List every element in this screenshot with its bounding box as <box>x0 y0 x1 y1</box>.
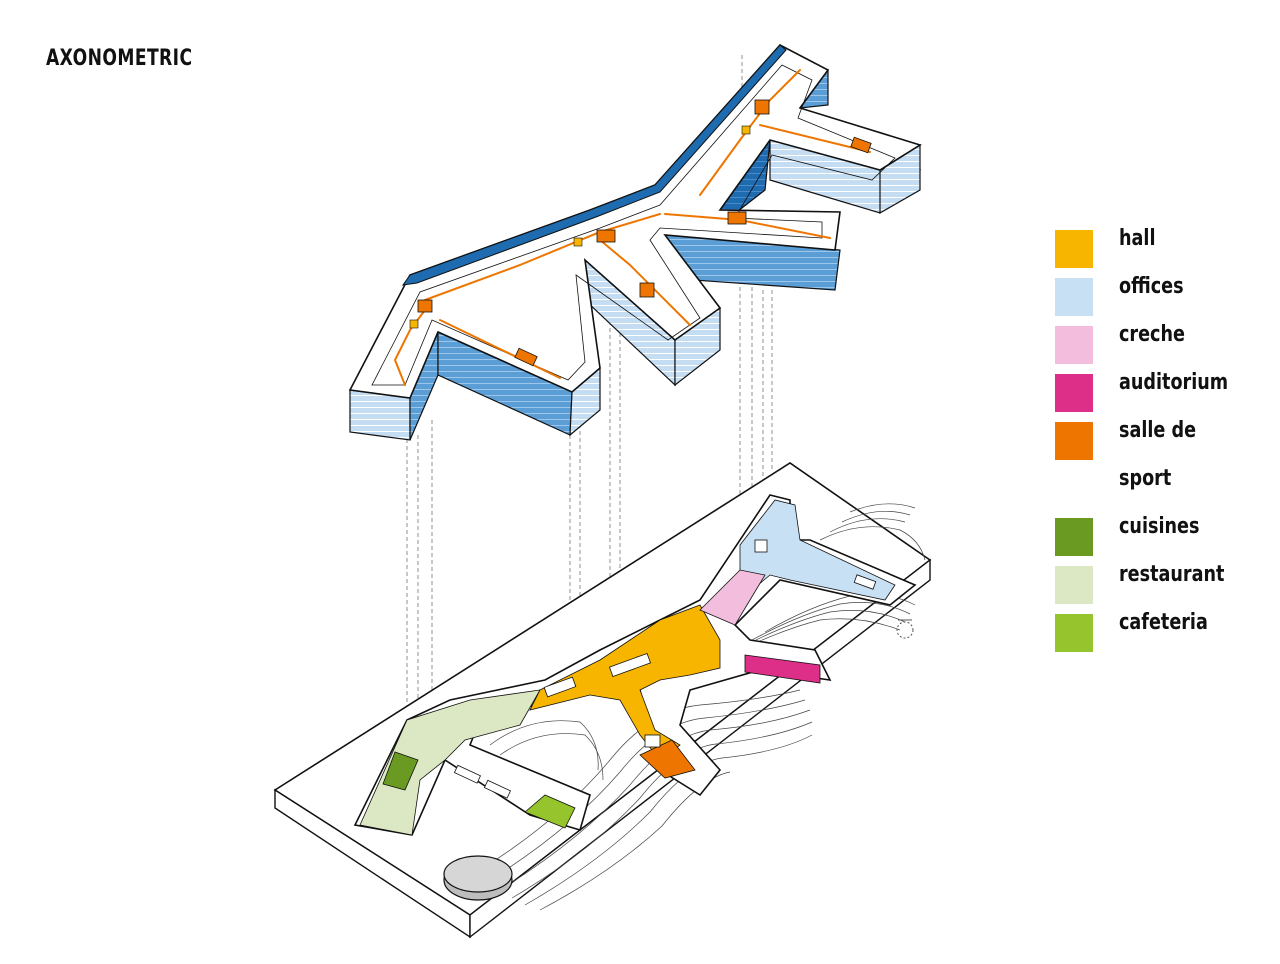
legend-label-cuisines: cuisines <box>1119 514 1200 539</box>
legend-swatch-creche <box>1055 326 1093 364</box>
page-title: AXONOMETRIC <box>46 46 193 71</box>
legend-label-offices: offices <box>1119 274 1184 299</box>
legend-item-creche: creche <box>1055 322 1275 364</box>
legend-label-restaurant: restaurant <box>1119 562 1225 587</box>
legend-label-hall: hall <box>1119 226 1156 251</box>
legend-swatch-hall <box>1055 230 1093 268</box>
legend-item-salle-de-sport: salle de <box>1055 418 1275 460</box>
legend-swatch-offices <box>1055 278 1093 316</box>
legend-item-offices: offices <box>1055 274 1275 316</box>
legend-swatch-salle-de-sport <box>1055 422 1093 460</box>
legend-item-sport: sport <box>1055 466 1275 506</box>
legend-label-creche: creche <box>1119 322 1185 347</box>
legend-item-auditorium: auditorium <box>1055 370 1275 412</box>
legend-item-cafeteria: cafeteria <box>1055 610 1275 652</box>
legend-swatch-cuisines <box>1055 518 1093 556</box>
legend-swatch-restaurant <box>1055 566 1093 604</box>
upper-office-block <box>348 44 922 441</box>
site-plate <box>273 462 932 939</box>
ground-floor-plan <box>353 494 917 836</box>
legend-label-sport: sport <box>1119 466 1172 491</box>
legend-item-restaurant: restaurant <box>1055 562 1275 604</box>
legend-swatch-auditorium <box>1055 374 1093 412</box>
legend-item-hall: hall <box>1055 226 1275 268</box>
legend-label-cafeteria: cafeteria <box>1119 610 1208 635</box>
legend-swatch-cafeteria <box>1055 614 1093 652</box>
legend-item-cuisines: cuisines <box>1055 514 1275 556</box>
legend-label-salle-de: salle de <box>1119 418 1197 443</box>
legend-label-auditorium: auditorium <box>1119 370 1229 395</box>
